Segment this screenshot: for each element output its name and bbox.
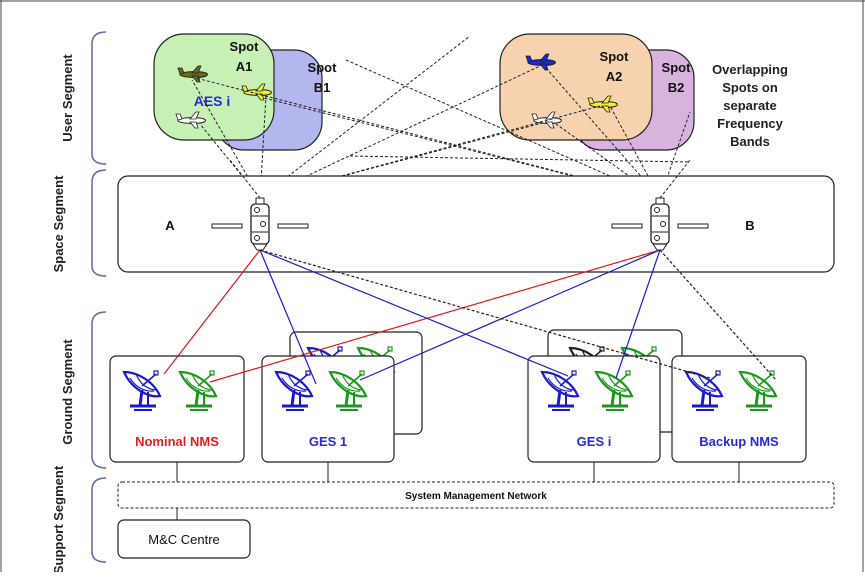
ground-brace [91, 311, 107, 469]
spot-b1-label-line1: Spot [308, 60, 338, 75]
system-management-network-label: System Management Network [405, 491, 547, 502]
user-brace [91, 31, 107, 165]
spot-a2-label-line1: Spot [600, 49, 630, 64]
mc-centre-label: M&C Centre [148, 532, 220, 547]
satellite-b-label: B [745, 218, 754, 233]
spot-a1-label-line2: A1 [236, 59, 253, 74]
space-brace [91, 169, 107, 277]
nominal-nms-label: Nominal NMS [135, 434, 219, 449]
backup-nms-label: Backup NMS [699, 434, 779, 449]
note-line: separate [723, 98, 776, 113]
gesi-label: GES i [577, 434, 612, 449]
segment-braces [91, 31, 107, 563]
overlapping-spots-note: Overlapping Spots on separate Frequency … [712, 62, 788, 149]
note-line: Overlapping [712, 62, 788, 77]
support-brace [91, 477, 107, 563]
mc-centre-box [117, 519, 251, 559]
note-line: Spots on [722, 80, 778, 95]
spot-b2-label-line2: B2 [668, 80, 685, 95]
note-line: Bands [730, 134, 770, 149]
note-line: Frequency [717, 116, 784, 131]
spot-b2-label-line1: Spot [662, 60, 692, 75]
satellite-a-label: A [165, 218, 175, 233]
ground-segment-label: Ground Segment [60, 339, 75, 445]
spot-a1-label-line1: Spot [230, 39, 260, 54]
ges1-label: GES 1 [309, 434, 347, 449]
network-connectors [176, 462, 740, 520]
spot-a2-label-line2: A2 [606, 69, 623, 84]
aes-label: AES i [194, 93, 231, 109]
space-segment-label: Space Segment [51, 175, 66, 272]
spot-b1-label-line2: B1 [314, 80, 331, 95]
space-segment-box [117, 175, 835, 273]
spot-a2-area [499, 33, 653, 141]
support-segment-label: Support Segment [51, 465, 66, 572]
spot-a1-area [153, 33, 275, 141]
user-segment-label: User Segment [60, 54, 75, 142]
system-management-network-box [117, 481, 835, 509]
ground-links [163, 249, 777, 385]
